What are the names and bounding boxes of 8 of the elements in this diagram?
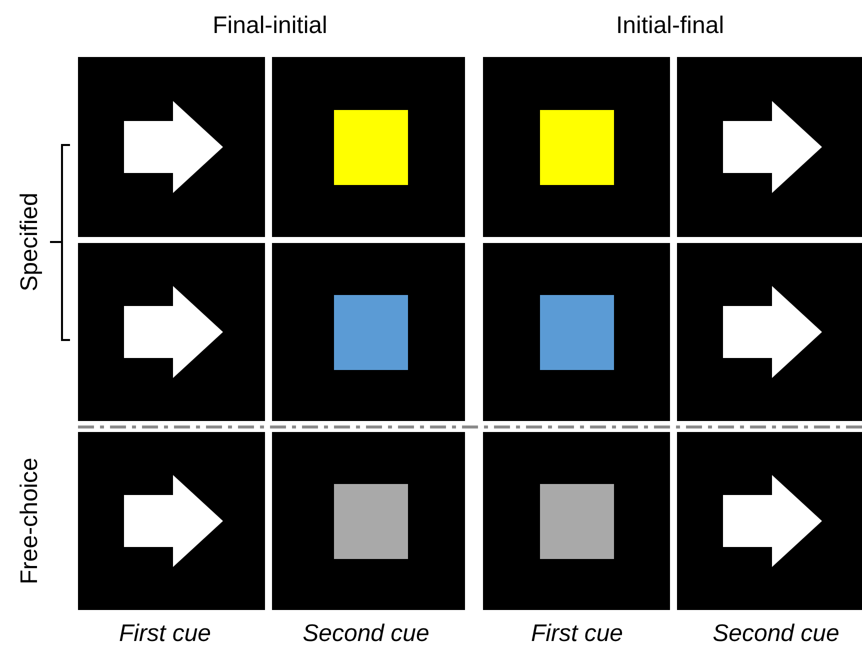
row-heading: Specified	[16, 192, 44, 292]
column-label: First cue	[531, 620, 623, 648]
row-heading: Free-choice	[16, 458, 44, 584]
column-label: Second cue	[302, 620, 430, 648]
column-label: Second cue	[712, 620, 840, 648]
column-heading: Initial-final	[616, 12, 724, 40]
column-label: First cue	[119, 620, 211, 648]
column-heading: Final-initial	[212, 12, 328, 40]
